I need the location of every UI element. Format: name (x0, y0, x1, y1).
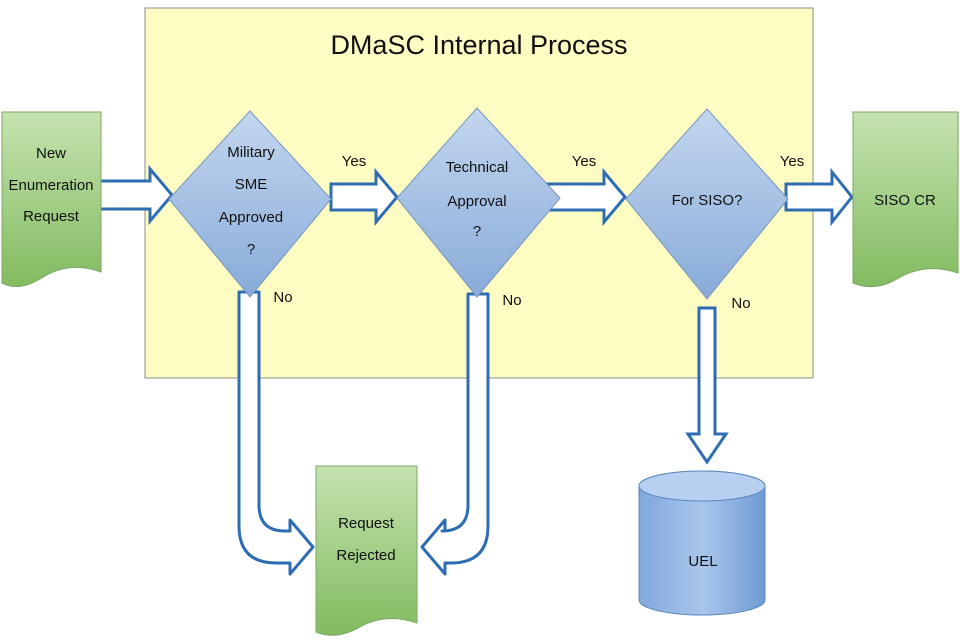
diagram-title: DMaSC Internal Process (330, 30, 627, 60)
document-new-enumeration-request (1, 111, 102, 288)
decision-for-siso (625, 108, 789, 300)
document-request-rejected (315, 465, 418, 636)
label-technical-yes: Yes (572, 153, 596, 170)
uel-label: UEL (688, 553, 717, 570)
arrow-military-no (237, 290, 315, 576)
arrow-technical-no (420, 292, 490, 576)
rejected-line-2: Rejected (336, 547, 395, 564)
technical-line-3: ? (473, 223, 481, 240)
military-line-1: Military (227, 144, 275, 161)
military-line-4: ? (247, 241, 255, 258)
technical-line-2: Approval (447, 193, 506, 210)
siso-cr-label: SISO CR (874, 192, 936, 209)
for-siso-label: For SISO? (672, 192, 743, 209)
technical-line-1: Technical (446, 159, 509, 176)
cylinder-uel-top (638, 470, 766, 502)
arrow-siso-yes (784, 167, 854, 227)
military-line-2: SME (235, 176, 268, 193)
arrow-request-to-military (98, 164, 174, 226)
military-line-3: Approved (219, 209, 283, 226)
label-military-yes: Yes (342, 153, 366, 170)
new-request-line-1: New (36, 145, 66, 162)
new-request-line-3: Request (23, 208, 80, 225)
label-military-no: No (273, 289, 292, 306)
new-request-line-2: Enumeration (8, 177, 93, 194)
arrow-technical-yes (546, 167, 627, 227)
label-siso-yes: Yes (780, 153, 804, 170)
label-siso-no: No (731, 295, 750, 312)
document-siso-cr (852, 111, 959, 288)
arrow-siso-no (685, 306, 729, 465)
label-technical-no: No (502, 292, 521, 309)
decision-technical-approval (396, 107, 561, 298)
decision-military-sme-approved (168, 110, 332, 298)
rejected-line-1: Request (338, 515, 395, 532)
arrow-military-yes (329, 167, 399, 227)
